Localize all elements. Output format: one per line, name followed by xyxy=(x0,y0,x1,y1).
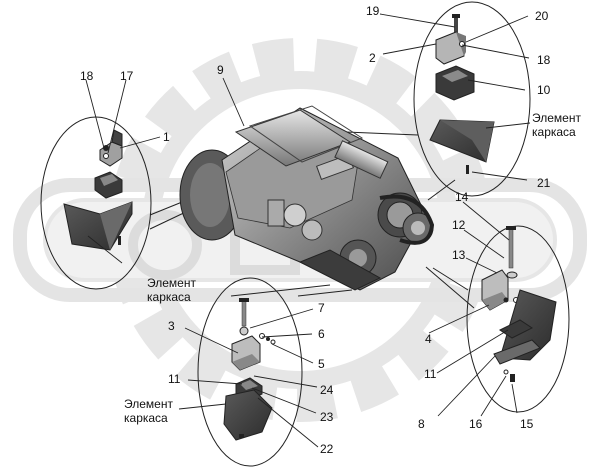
callout-20: 20 xyxy=(535,9,549,23)
caption-frame-bottom: Элемент каркаса xyxy=(124,397,173,425)
callout-21: 21 xyxy=(537,176,551,190)
leader-lines xyxy=(85,13,531,448)
caption-line-2: каркаса xyxy=(532,125,576,139)
detail-ellipse-bottom xyxy=(197,277,303,467)
callout-13: 13 xyxy=(452,248,466,262)
engine-block xyxy=(179,105,435,291)
caption-line-2: каркаса xyxy=(147,290,191,304)
callout-22: 22 xyxy=(320,442,334,456)
callout-6: 6 xyxy=(318,327,325,341)
callout-18-left: 18 xyxy=(80,69,94,83)
top-right-mount-parts xyxy=(429,14,495,174)
detail-ellipse-top-right xyxy=(413,1,531,197)
callout-17: 17 xyxy=(120,69,134,83)
callout-1: 1 xyxy=(163,130,170,144)
detail-ellipse-right xyxy=(466,225,570,413)
caption-line-2: каркаса xyxy=(124,411,168,425)
callout-19: 19 xyxy=(366,4,380,18)
callout-4: 4 xyxy=(425,332,432,346)
callout-12: 12 xyxy=(452,218,466,232)
left-mount-parts xyxy=(63,129,133,251)
right-mount-parts xyxy=(481,226,557,382)
callout-5: 5 xyxy=(318,357,325,371)
callout-16: 16 xyxy=(469,417,483,431)
callout-3: 3 xyxy=(168,319,175,333)
caption-frame-top-right: Элемент каркаса xyxy=(532,111,581,139)
callout-9: 9 xyxy=(217,63,224,77)
caption-frame-left: Элемент каркаса xyxy=(147,276,196,304)
callout-11-bottom: 11 xyxy=(168,372,181,386)
caption-line-1: Элемент xyxy=(147,276,196,290)
callout-11-right: 11 xyxy=(424,367,437,381)
bottom-mount-parts xyxy=(223,298,276,441)
callout-7: 7 xyxy=(318,301,325,315)
callout-14: 14 xyxy=(455,190,469,204)
callout-10: 10 xyxy=(537,83,551,97)
callout-18-right: 18 xyxy=(537,53,551,67)
caption-line-1: Элемент xyxy=(532,111,581,125)
callout-23: 23 xyxy=(320,410,334,424)
callout-24: 24 xyxy=(320,383,334,397)
callout-15: 15 xyxy=(520,417,534,431)
callout-2: 2 xyxy=(369,51,376,65)
callout-8: 8 xyxy=(418,417,425,431)
caption-line-1: Элемент xyxy=(124,397,173,411)
